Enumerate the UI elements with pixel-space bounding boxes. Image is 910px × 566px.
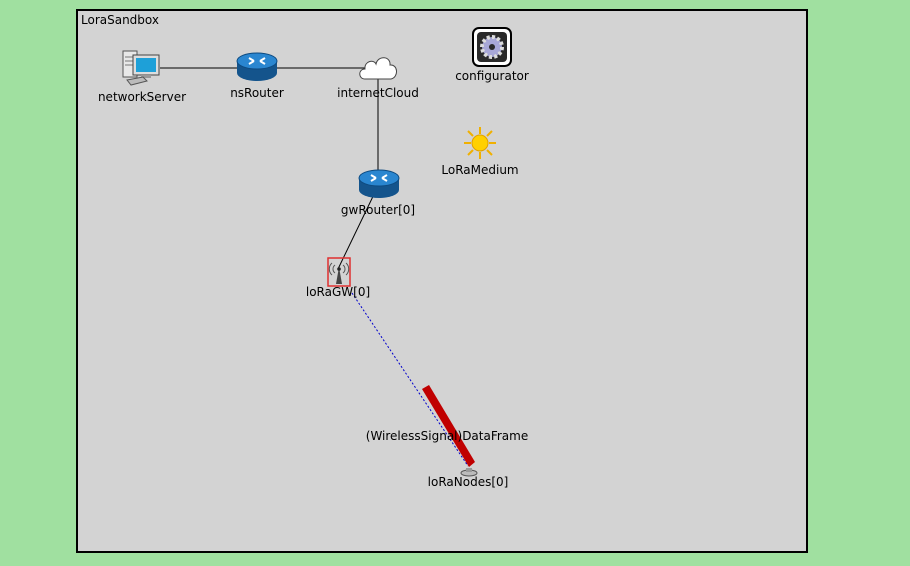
sun-icon[interactable] <box>463 126 497 160</box>
sensor-node-icon[interactable] <box>459 462 479 477</box>
links-layer <box>160 67 475 467</box>
router-icon[interactable] <box>236 52 278 84</box>
node-label-loragw: loRaGW[0] <box>305 285 371 299</box>
node-label-configurator: configurator <box>455 69 529 83</box>
message-label: (WirelessSignal)DataFrame <box>365 429 529 443</box>
node-label-networkserver: networkServer <box>97 90 187 104</box>
gear-icon[interactable] <box>472 27 512 67</box>
link-gwrouter-loragw <box>337 185 379 270</box>
antenna-icon[interactable] <box>327 257 351 287</box>
network-title: LoraSandbox <box>81 13 159 27</box>
node-label-gwrouter: gwRouter[0] <box>340 203 416 217</box>
node-label-loranodes: loRaNodes[0] <box>427 475 509 489</box>
cloud-icon[interactable] <box>357 51 399 85</box>
node-label-nsrouter: nsRouter <box>230 86 284 100</box>
computer-icon[interactable] <box>121 47 163 87</box>
wireless-link-loragw-loranodes <box>351 292 469 467</box>
node-label-loramedium: LoRaMedium <box>441 163 519 177</box>
network-canvas[interactable]: LoraSandbox networkServer n <box>76 9 808 553</box>
router-icon[interactable] <box>358 169 400 201</box>
message-packet <box>422 385 475 467</box>
node-label-internetcloud: internetCloud <box>337 86 419 100</box>
